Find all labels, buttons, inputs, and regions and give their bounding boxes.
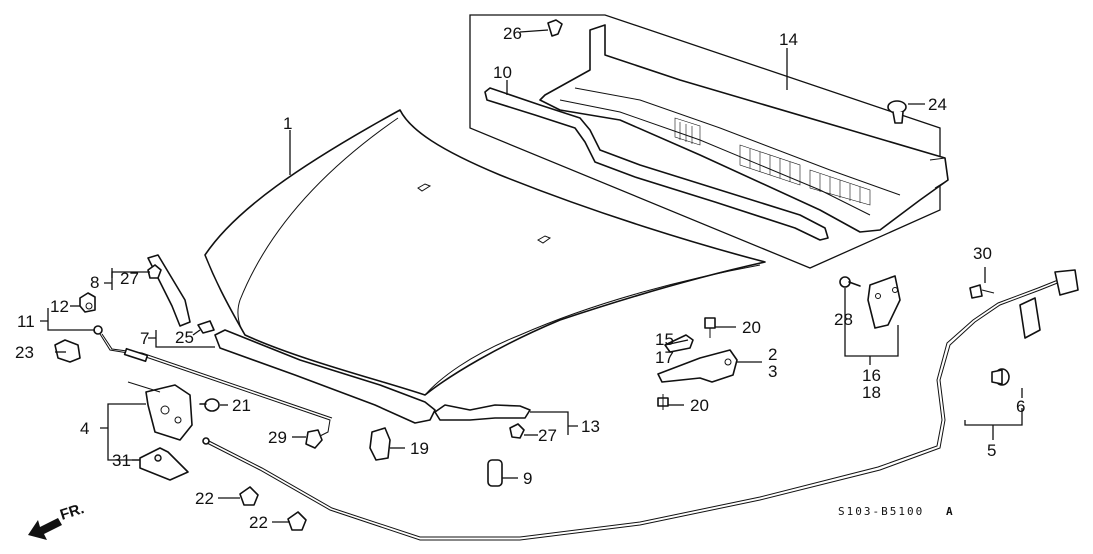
callout-rubber-stop[interactable]: 9 (523, 469, 532, 488)
stay-clip-part[interactable] (147, 264, 162, 279)
callout-cowl-top[interactable]: 14 (779, 30, 798, 49)
callout-rod-holder[interactable]: 12 (50, 297, 69, 316)
callout-hinge-b[interactable]: 3 (768, 362, 777, 381)
cowl-clip-part[interactable] (887, 100, 907, 124)
hood-latch-part[interactable] (127, 381, 193, 441)
callout-release-cable-assy[interactable]: 5 (987, 441, 996, 460)
callout-hinge-bracket-b[interactable]: 17 (655, 348, 674, 367)
callout-front-seal-group[interactable]: 7 (140, 329, 149, 348)
front-direction-indicator: FR. (28, 500, 86, 540)
callout-latch-bolt[interactable]: 21 (232, 396, 251, 415)
callout-rod-grommet[interactable]: 23 (15, 343, 34, 362)
callout-latch-assy[interactable]: 4 (80, 419, 89, 438)
rubber-stop-part[interactable] (487, 459, 503, 487)
cowl-group-frame (469, 14, 941, 269)
callout-cable-clip-b[interactable]: 22 (249, 513, 268, 532)
leader-lines (40, 29, 1023, 523)
callout-cowl-seal[interactable]: 10 (493, 63, 512, 82)
release-handle-part[interactable] (1019, 269, 1079, 339)
seal-clip-part[interactable] (197, 320, 215, 334)
callout-hood-bumper[interactable]: 29 (268, 428, 287, 447)
rod-grommet-part[interactable] (54, 339, 81, 363)
latch-bolt-part[interactable] (199, 398, 220, 412)
callout-cowl-fastener[interactable]: 26 (503, 24, 522, 43)
callout-hood-cushion[interactable]: 19 (410, 439, 429, 458)
release-bushing-part[interactable] (991, 368, 1010, 386)
callout-hood[interactable]: 1 (283, 114, 292, 133)
hood-front-seal-part[interactable] (214, 329, 436, 424)
seal-clip-rear-part[interactable] (509, 423, 525, 439)
handle-bolt-part[interactable] (969, 284, 995, 299)
callout-insulator-clip[interactable]: 28 (834, 310, 853, 329)
callout-insulator-group-a[interactable]: 16 (862, 366, 881, 385)
hood-hinge-part[interactable] (657, 349, 738, 383)
callout-cable-clip-a[interactable]: 22 (195, 489, 214, 508)
callout-seal-clip-rear[interactable]: 27 (538, 426, 557, 445)
cowl-grille (674, 117, 871, 206)
cowl-top-part[interactable] (539, 24, 949, 233)
callout-stay-clip[interactable]: 27 (120, 269, 139, 288)
callout-bolt-upper[interactable]: 20 (742, 318, 761, 337)
callout-labels: 1 10 26 14 24 8 27 12 11 23 7 25 4 21 31… (15, 24, 1025, 532)
callout-handle-bolt[interactable]: 30 (973, 244, 992, 263)
front-direction-label: FR. (58, 500, 86, 524)
latch-cover-part[interactable] (139, 447, 189, 481)
cowl-seal-part[interactable] (484, 87, 829, 241)
hinge-bolt-upper-part[interactable] (704, 317, 716, 338)
hood-insulator-part[interactable] (867, 275, 901, 329)
hood-bumper-part[interactable] (305, 429, 323, 449)
callout-hinge-a[interactable]: 2 (768, 345, 777, 364)
callout-latch-cover[interactable]: 31 (112, 451, 131, 470)
release-cable-part[interactable] (202, 279, 1061, 541)
diagram-code: S103-B5100 (838, 505, 924, 518)
callout-stay-group[interactable]: 8 (90, 273, 99, 292)
rod-holder-part[interactable] (79, 292, 96, 313)
callout-rear-seal-group[interactable]: 13 (581, 417, 600, 436)
callout-hinge-bracket-a[interactable]: 15 (655, 330, 674, 349)
callout-release-bushing[interactable]: 6 (1016, 397, 1025, 416)
diagram-code-block: S103-B5100 A (838, 505, 955, 518)
cable-clip-a-part[interactable] (239, 486, 259, 506)
cable-clip-b-part[interactable] (287, 511, 307, 531)
revision-mark: A (946, 505, 955, 518)
cowl-fastener-part[interactable] (547, 19, 563, 37)
front-arrow-icon (28, 518, 62, 540)
callout-cowl-clip[interactable]: 24 (928, 95, 947, 114)
hinge-bolt-lower-part[interactable] (657, 394, 669, 410)
callout-insulator-group-b[interactable]: 18 (862, 383, 881, 402)
insulator-clip-part[interactable] (839, 276, 861, 288)
callout-support-rod-group[interactable]: 11 (17, 312, 35, 331)
hood-cushion-part[interactable] (369, 427, 391, 461)
support-rod-part[interactable] (93, 325, 333, 437)
callout-bolt-lower[interactable]: 20 (690, 396, 709, 415)
hood-part[interactable] (204, 109, 766, 396)
hinge-bracket-part[interactable] (664, 334, 694, 353)
hood-rear-seal-part[interactable] (434, 404, 531, 421)
callout-seal-clip[interactable]: 25 (175, 328, 194, 347)
